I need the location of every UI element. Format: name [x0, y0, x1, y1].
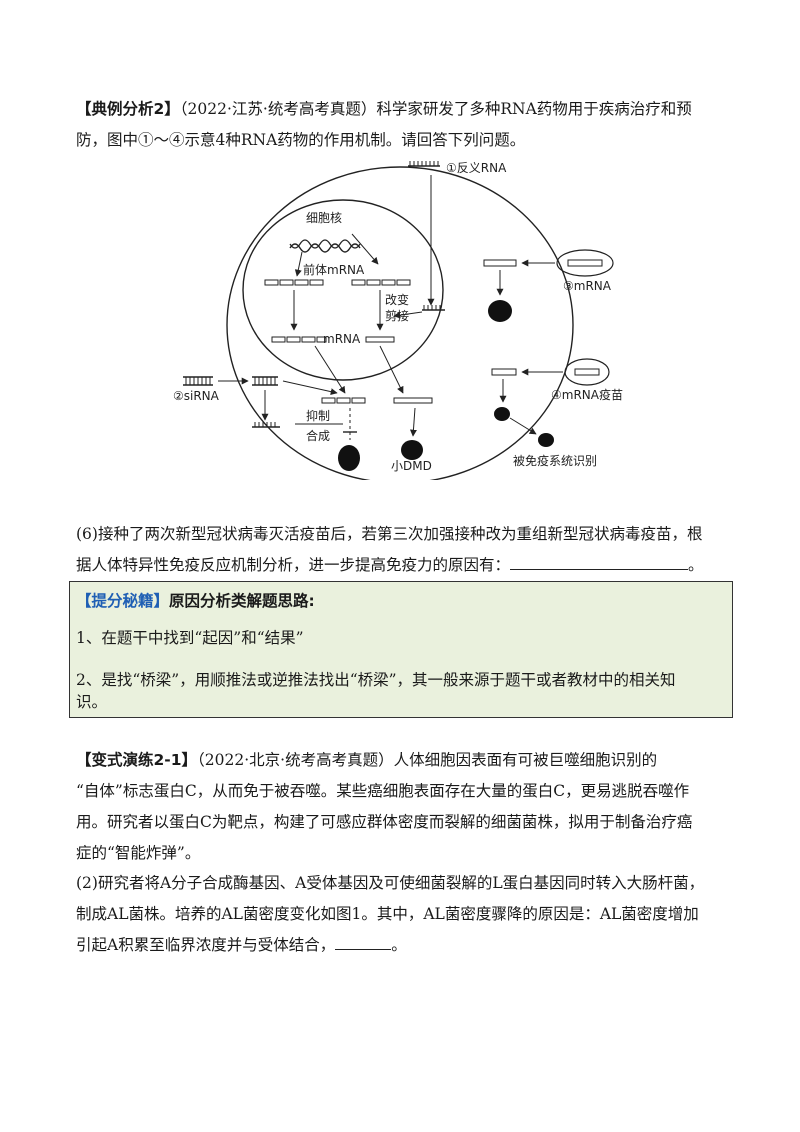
- variant-line3: 用。研究者以蛋白C为靶点，构建了可感应群体密度而裂解的细菌菌株，拟用于制备治疗癌: [76, 813, 693, 831]
- mrna3-protein-icon: [488, 300, 512, 322]
- variant-question: 【变式演练2-1】（2022·北京·统考高考真题）人体细胞因表面有可被巨噬细胞识…: [76, 744, 726, 776]
- question6-line2-row: 据人体特异性免疫反应机制分析，进一步提高免疫力的原因有： 。: [76, 549, 726, 581]
- vaccine-capsule-icon: [564, 358, 610, 386]
- tip-heading: 【提分秘籍】原因分析类解题思路:: [76, 586, 726, 616]
- answer-blank-6[interactable]: [510, 551, 689, 570]
- tip-item2a: 2、是找“桥梁”，用顺推法或逆推法找出“桥梁”，其一般来源于题干或者教材中的相关…: [76, 671, 676, 689]
- rna-drug-diagram: ①反义RNA 细胞核 前体mRNA 改变 剪接 mRNA 小DMD: [173, 161, 623, 480]
- tip-box: 【提分秘籍】原因分析类解题思路: 1、在题干中找到“起因”和“结果” 2、是找“…: [69, 581, 733, 718]
- example-question: 【典例分析2】（2022·江苏·统考高考真题）科学家研发了多种RNA药物用于疾病…: [76, 93, 726, 125]
- variant-line5: (2)研究者将A分子合成酶基因、A受体基因及可使细菌裂解的L蛋白基因同时转入大肠…: [76, 874, 705, 892]
- cytoplasm-mrna-left-icon: [321, 397, 366, 404]
- cytoplasm-mrna-right-icon: [393, 397, 433, 404]
- dna-helix-icon: [289, 243, 361, 253]
- variant-line1: （2022·北京·统考高考真题）人体细胞因表面有可被巨噬细胞识别的: [197, 751, 658, 769]
- label-small-dmd: 小DMD: [391, 459, 432, 473]
- protein-blocked-icon: [338, 445, 360, 471]
- tip-title: 原因分析类解题思路:: [169, 592, 315, 610]
- antigen-presented-icon: [538, 433, 554, 447]
- question6-line2: 据人体特异性免疫反应机制分析，进一步提高免疫力的原因有：: [76, 556, 511, 574]
- variant-tag: 【变式演练2-1】: [76, 751, 198, 769]
- sirna-icon: [183, 376, 213, 386]
- label-pre-mrna: 前体mRNA: [303, 262, 365, 277]
- small-dmd-protein-icon: [401, 440, 423, 460]
- question6-end: 。: [688, 556, 704, 574]
- label-alter: 改变: [385, 292, 409, 307]
- label-inhibit: 抑制: [306, 408, 330, 423]
- mrna-capsule-icon: [556, 249, 614, 277]
- example-line1: （2022·江苏·统考高考真题）科学家研发了多种RNA药物用于疾病治疗和预: [179, 100, 692, 118]
- pre-mrna-right-icon: [351, 279, 411, 286]
- variant-line4: 症的“智能炸弹”。: [76, 844, 201, 862]
- label-mrna3: ③mRNA: [563, 279, 612, 293]
- tip-tag: 【提分秘籍】: [76, 592, 170, 610]
- label-synth: 合成: [306, 428, 330, 443]
- tip-item1: 1、在题干中找到“起因”和“结果”: [76, 629, 304, 647]
- antisense-bound-icon: [422, 305, 445, 311]
- label-immune: 被免疫系统识别: [513, 453, 597, 468]
- tip-item2b: 识。: [76, 693, 108, 711]
- pre-mrna-left-icon: [264, 279, 324, 286]
- variant-end: 。: [391, 936, 407, 954]
- antisense-rna-icon: [408, 161, 440, 167]
- nucleus-envelope: [242, 199, 444, 381]
- cell-membrane: [226, 166, 574, 480]
- label-sirna: ②siRNA: [173, 389, 220, 403]
- answer-blank-2[interactable]: [335, 931, 392, 950]
- mrna-right-icon: [365, 336, 395, 343]
- example-tag: 【典例分析2】: [76, 100, 180, 118]
- question6-line1: (6)接种了两次新型冠状病毒灭活疫苗后，若第三次加强接种改为重组新型冠状病毒疫苗…: [76, 525, 703, 543]
- label-vaccine: ④mRNA疫苗: [551, 387, 623, 402]
- label-mrna: mRNA: [323, 332, 361, 346]
- example-line2: 防，图中①～④示意4种RNA药物的作用机制。请回答下列问题。: [76, 131, 526, 149]
- vaccine-cytoplasm-icon: [491, 368, 517, 376]
- vaccine-protein-icon: [494, 407, 510, 421]
- mrna-left-icon: [271, 336, 327, 343]
- variant-line7: 引起A积累至临界浓度并与受体结合，: [76, 936, 336, 954]
- mrna3-cytoplasm-icon: [483, 259, 517, 267]
- variant-line2: “自体”标志蛋白C，从而免于被吞噬。某些癌细胞表面存在大量的蛋白C，更易逃脱吞噬…: [76, 782, 690, 800]
- sirna-single-icon: [252, 422, 280, 428]
- variant-line7-row: 引起A积累至临界浓度并与受体结合， 。: [76, 929, 726, 961]
- variant-line6: 制成AL菌株。培养的AL菌密度变化如图1。其中，AL菌密度骤降的原因是：AL菌密…: [76, 905, 699, 923]
- sirna-inside-icon: [252, 376, 278, 386]
- label-nucleus: 细胞核: [306, 211, 342, 225]
- label-antisense: ①反义RNA: [446, 161, 507, 175]
